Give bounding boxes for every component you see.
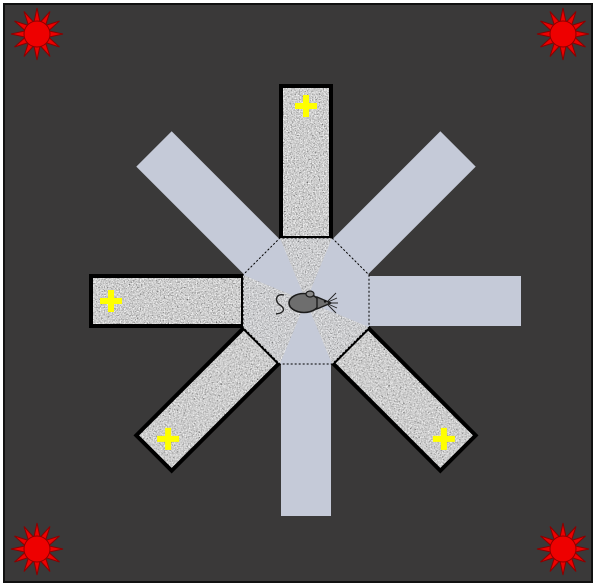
arm-south [281,364,331,516]
arm-east [369,276,521,326]
